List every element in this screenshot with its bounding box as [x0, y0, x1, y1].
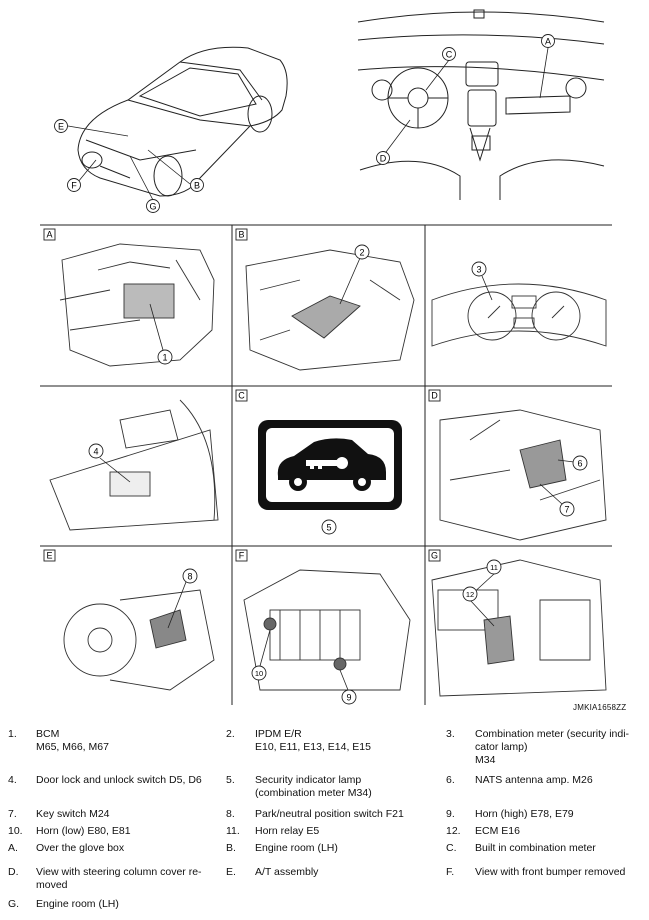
legend-text: Horn relay E5	[255, 825, 320, 837]
legend-number: B.	[226, 842, 236, 854]
callout-2: 2	[359, 248, 364, 258]
legend-line: (combination meter M34)	[255, 787, 372, 799]
panel-combination-meter	[431, 283, 607, 347]
callout-7: 7	[564, 505, 569, 515]
component-location-figure: E F G B C A D	[40, 9, 612, 705]
legend-text: Built in combination meter	[475, 842, 596, 854]
legend-text: Park/neutral position switch F21	[255, 808, 404, 820]
callout-D-dashboard: D	[380, 154, 387, 164]
panel-door-switch	[49, 399, 219, 531]
legend-number: E.	[226, 866, 236, 878]
legend-text: ECM E16	[475, 825, 520, 837]
legend-text: Door lock and unlock switch D5, D6	[36, 774, 202, 786]
panel-D	[439, 409, 607, 541]
legend-number: 9.	[446, 808, 455, 820]
legend-number: 2.	[226, 728, 235, 740]
legend-line: Security indicator lamp	[255, 774, 362, 786]
legend-number: 5.	[226, 774, 235, 786]
callout-E-overview: E	[58, 122, 64, 132]
callout-8: 8	[187, 572, 192, 582]
callout-9: 9	[346, 693, 351, 703]
callout-6: 6	[577, 459, 582, 469]
security-indicator-lamp-icon	[258, 420, 402, 510]
callout-12: 12	[466, 590, 474, 599]
legend-number: C.	[446, 842, 457, 854]
legend-line: IPDM E/R	[255, 728, 302, 740]
legend-text: NATS antenna amp. M26	[475, 774, 593, 786]
legend-text: Engine room (LH)	[255, 842, 338, 854]
panel-label-F: F	[239, 551, 245, 561]
legend-number: 3.	[446, 728, 455, 740]
legend-text: Horn (low) E80, E81	[36, 825, 131, 837]
legend-line: cator lamp)	[475, 741, 528, 753]
callout-B-overview: B	[194, 181, 200, 191]
legend-number: F.	[446, 866, 455, 878]
panel-label-A: A	[46, 230, 52, 240]
callout-10: 10	[255, 669, 263, 678]
callout-4: 4	[93, 447, 98, 457]
legend-line: Combination meter (security indi-	[475, 728, 630, 740]
legend-text: Horn (high) E78, E79	[475, 808, 574, 820]
panel-label-B: B	[238, 230, 244, 240]
legend-number: A.	[8, 842, 18, 854]
panel-label-C: C	[238, 391, 245, 401]
panel-F	[243, 569, 411, 691]
panel-A	[59, 243, 215, 367]
callout-11: 11	[490, 563, 498, 572]
legend-number: 10.	[8, 825, 23, 837]
panel-grid-lines	[40, 224, 612, 705]
panel-label-G: G	[431, 551, 438, 561]
panel-E	[63, 589, 215, 691]
callout-C-dashboard: C	[446, 50, 453, 60]
legend-number: 6.	[446, 774, 455, 786]
panel-label-E: E	[46, 551, 52, 561]
callout-3: 3	[476, 265, 481, 275]
figure-code: JMKIA1658ZZ	[573, 703, 627, 712]
legend-line: BCM	[36, 728, 60, 740]
legend-number: D.	[8, 866, 19, 878]
callout-5: 5	[326, 523, 331, 533]
legend-text: A/T assembly	[255, 866, 319, 878]
legend-number: 11.	[226, 825, 240, 837]
legend-number: 8.	[226, 808, 235, 820]
legend-line: E10, E11, E13, E14, E15	[255, 741, 371, 753]
legend-text: BCM M65, M66, M67	[36, 728, 216, 754]
legend-line: M65, M66, M67	[36, 741, 109, 753]
legend-text: Engine room (LH)	[36, 898, 119, 910]
callout-A-dashboard: A	[545, 37, 551, 47]
callout-F-overview: F	[71, 181, 77, 191]
legend-number: 1.	[8, 728, 17, 740]
legend-text: Security indicator lamp (combination met…	[255, 774, 435, 800]
legend-text: IPDM E/R E10, E11, E13, E14, E15	[255, 728, 435, 754]
legend-text: Over the glove box	[36, 842, 125, 854]
panel-label-D: D	[431, 391, 438, 401]
legend-line: moved	[36, 879, 68, 891]
legend-line: View with steering column cover re-	[36, 866, 202, 878]
legend-text: View with front bumper removed	[475, 866, 626, 878]
callout-1: 1	[162, 353, 167, 363]
legend-number: 12.	[446, 825, 461, 837]
legend-text: View with steering column cover re- move…	[36, 866, 216, 892]
callout-G-overview: G	[149, 202, 156, 212]
legend-number: G.	[8, 898, 20, 910]
legend-text: Combination meter (security indi- cator …	[475, 728, 643, 767]
panel-G	[431, 559, 607, 697]
legend-line: M34	[475, 754, 496, 766]
legend-text: Key switch M24	[36, 808, 110, 820]
panel-letter-labels: A B C D E F G	[43, 228, 441, 562]
panel-B	[245, 249, 415, 371]
car-overview-drawing	[77, 46, 288, 197]
overview-callouts: E F G B C A D	[54, 34, 555, 213]
dashboard-interior-drawing	[357, 9, 605, 200]
numbered-callouts: 1 2 3 4 5 6 7 8 10 9 11 12	[88, 244, 588, 705]
legend-number: 4.	[8, 774, 17, 786]
legend-number: 7.	[8, 808, 17, 820]
